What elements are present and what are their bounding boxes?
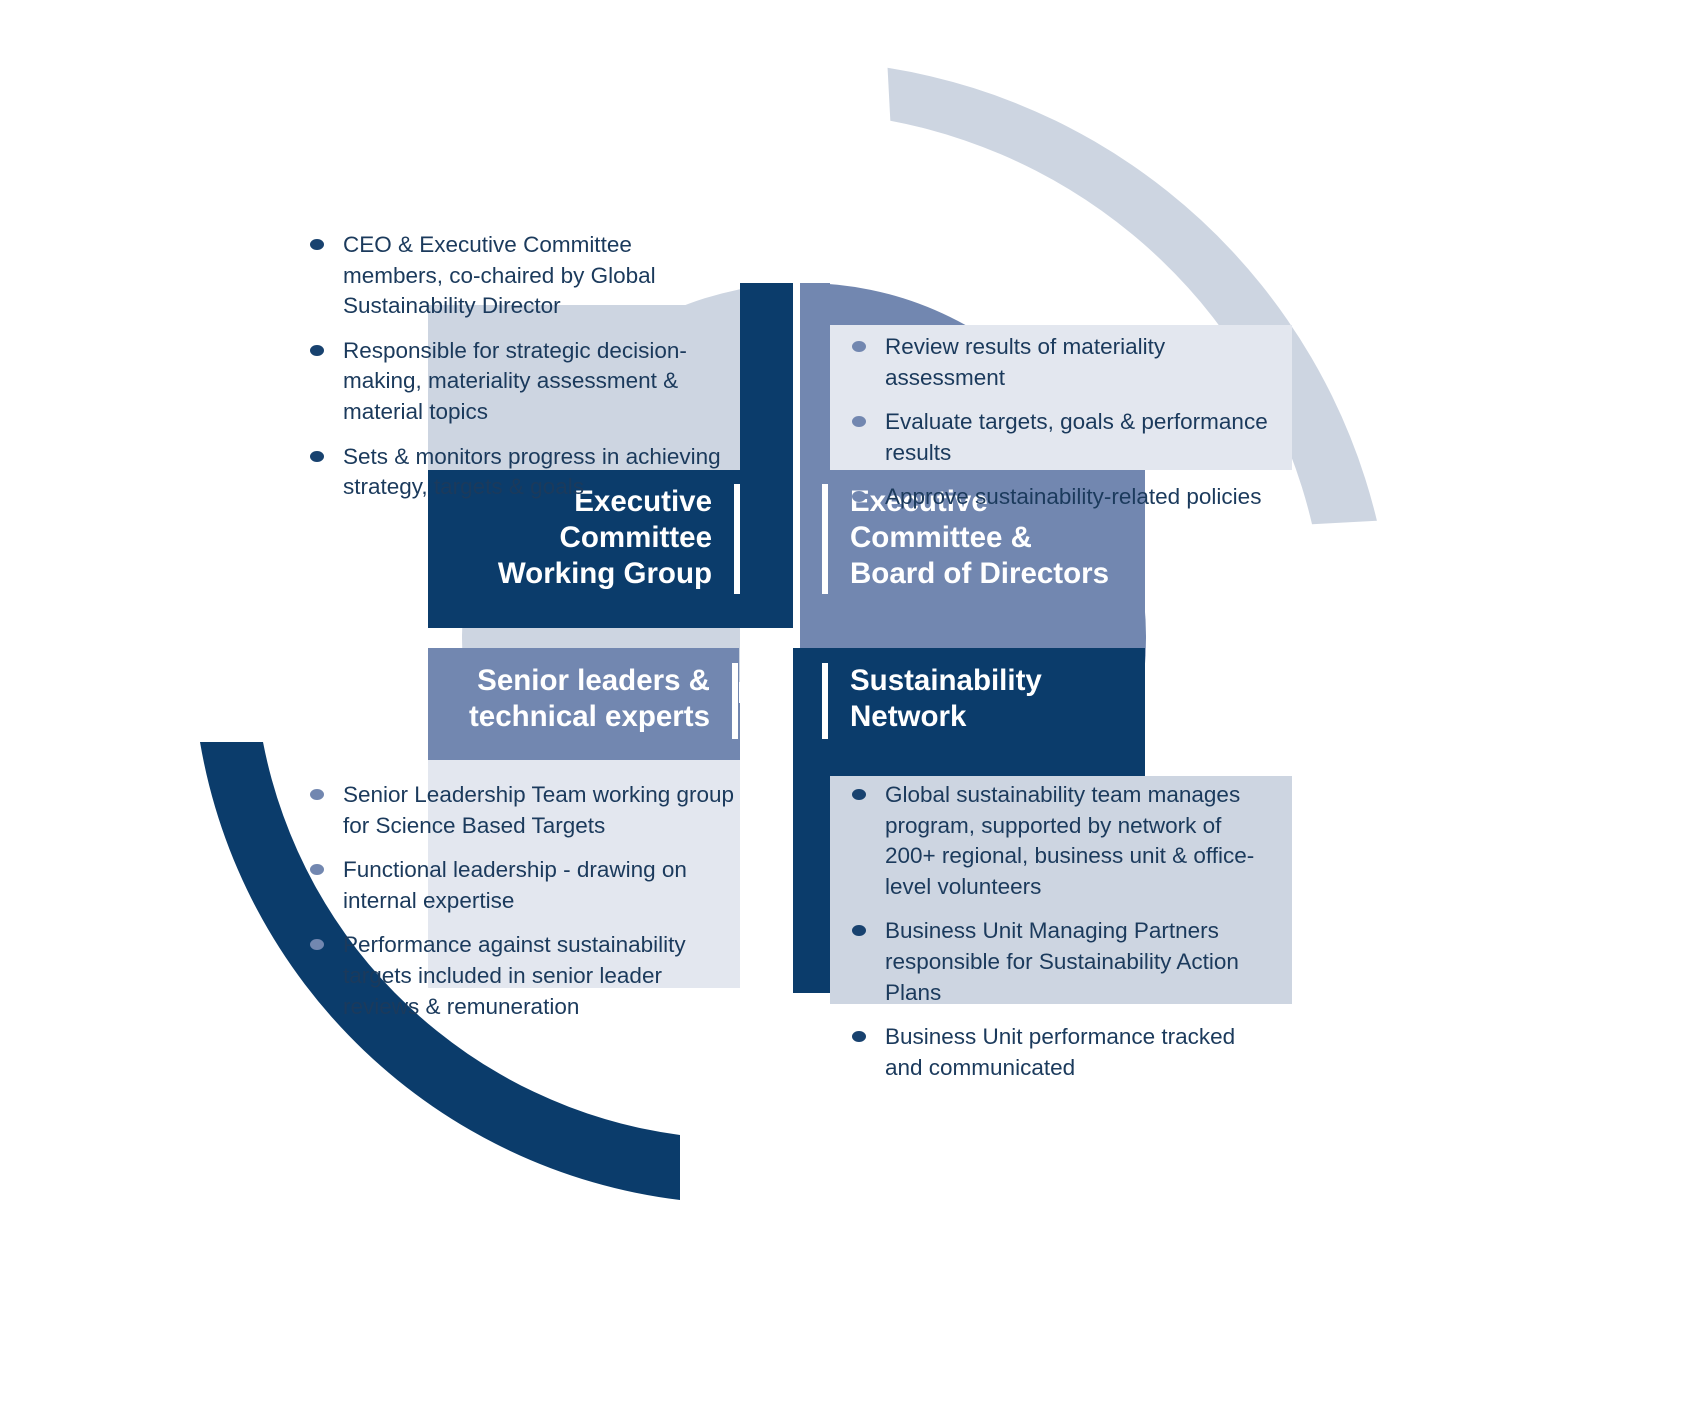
title-rule-top-right bbox=[822, 484, 828, 594]
list-item: Global sustainability team manages progr… bbox=[852, 780, 1272, 902]
quadrant-title-bottom-left: Senior leaders & technical experts bbox=[430, 663, 738, 739]
bullet-dot-icon bbox=[852, 789, 866, 800]
list-item-label: Performance against sustainability targe… bbox=[343, 932, 686, 1019]
list-item: CEO & Executive Committee members, co-ch… bbox=[310, 230, 730, 322]
list-item: Evaluate targets, goals & performance re… bbox=[852, 407, 1284, 468]
list-item-label: Senior Leadership Team working group for… bbox=[343, 782, 735, 838]
title-rule-bottom-left bbox=[732, 663, 738, 739]
list-item-label: Sets & monitors progress in achieving st… bbox=[343, 443, 721, 500]
list-item-label: Functional leadership - drawing on inter… bbox=[343, 857, 687, 913]
quadrant-title-bottom-left-label: Senior leaders & technical experts bbox=[468, 664, 710, 733]
list-item: Business Unit performance tracked and co… bbox=[852, 1022, 1272, 1083]
bullet-dot-icon bbox=[852, 1031, 866, 1043]
bullet-dot-icon bbox=[310, 864, 324, 876]
list-item-label: Approve sustainability-related policies bbox=[885, 484, 1262, 510]
list-item: Sets & monitors progress in achieving st… bbox=[310, 442, 730, 503]
list-item: Review results of materiality assessment bbox=[852, 332, 1284, 393]
list-item-label: Global sustainability team manages progr… bbox=[885, 782, 1255, 899]
list-item: Approve sustainability-related policies bbox=[852, 482, 1284, 513]
bullet-list-bottom-left: Senior Leadership Team working group for… bbox=[310, 780, 740, 1022]
quadrant-title-top-left: Executive Committee Working Group bbox=[430, 484, 740, 594]
list-item-label: Evaluate targets, goals & performance re… bbox=[885, 409, 1268, 465]
list-item: Business Unit Managing Partners responsi… bbox=[852, 916, 1272, 1008]
top-right-bullet-panel bbox=[830, 325, 1292, 470]
top-left-bullet-panel bbox=[428, 305, 740, 471]
bullet-dot-icon bbox=[310, 939, 324, 951]
bullet-dot-icon bbox=[310, 239, 324, 250]
bullet-list-top-right: Review results of materiality assessment… bbox=[852, 332, 1284, 513]
quadrant-title-bottom-right-label: Sustainability Network bbox=[850, 664, 1042, 733]
list-item: Functional leadership - drawing on inter… bbox=[310, 855, 740, 916]
bullet-dot-icon bbox=[310, 344, 324, 356]
bullet-dot-icon bbox=[310, 789, 324, 800]
list-item-label: Review results of materiality assessment bbox=[885, 334, 1166, 390]
list-item-label: CEO & Executive Committee members, co-ch… bbox=[343, 232, 656, 319]
list-item: Performance against sustainability targe… bbox=[310, 930, 740, 1022]
bottom-right-title-panel bbox=[793, 648, 1145, 776]
bullet-list-top-left: CEO & Executive Committee members, co-ch… bbox=[310, 230, 730, 503]
bullet-dot-icon bbox=[852, 341, 866, 352]
bullet-dot-icon bbox=[310, 450, 324, 462]
list-item-label: Responsible for strategic decision-makin… bbox=[343, 337, 687, 424]
bullet-dot-icon bbox=[852, 491, 866, 503]
bullet-list-bottom-right: Global sustainability team manages progr… bbox=[852, 780, 1272, 1083]
list-item-label: Business Unit performance tracked and co… bbox=[885, 1024, 1236, 1080]
bullet-dot-icon bbox=[852, 416, 866, 428]
list-item-label: Business Unit Managing Partners responsi… bbox=[885, 918, 1239, 1005]
title-rule-top-left bbox=[734, 484, 740, 594]
bullet-dot-icon bbox=[852, 925, 866, 937]
bottom-left-bullet-panel bbox=[428, 760, 740, 988]
quadrant-title-top-left-label: Executive Committee Working Group bbox=[497, 485, 712, 590]
title-rule-bottom-right bbox=[822, 663, 828, 739]
bottom-left-title-panel bbox=[428, 648, 739, 760]
top-left-title-panel bbox=[428, 470, 793, 628]
quadrant-title-bottom-right: Sustainability Network bbox=[822, 663, 1162, 739]
list-item: Senior Leadership Team working group for… bbox=[310, 780, 740, 841]
list-item: Responsible for strategic decision-makin… bbox=[310, 336, 730, 428]
bottom-right-bullet-panel bbox=[830, 776, 1292, 1004]
